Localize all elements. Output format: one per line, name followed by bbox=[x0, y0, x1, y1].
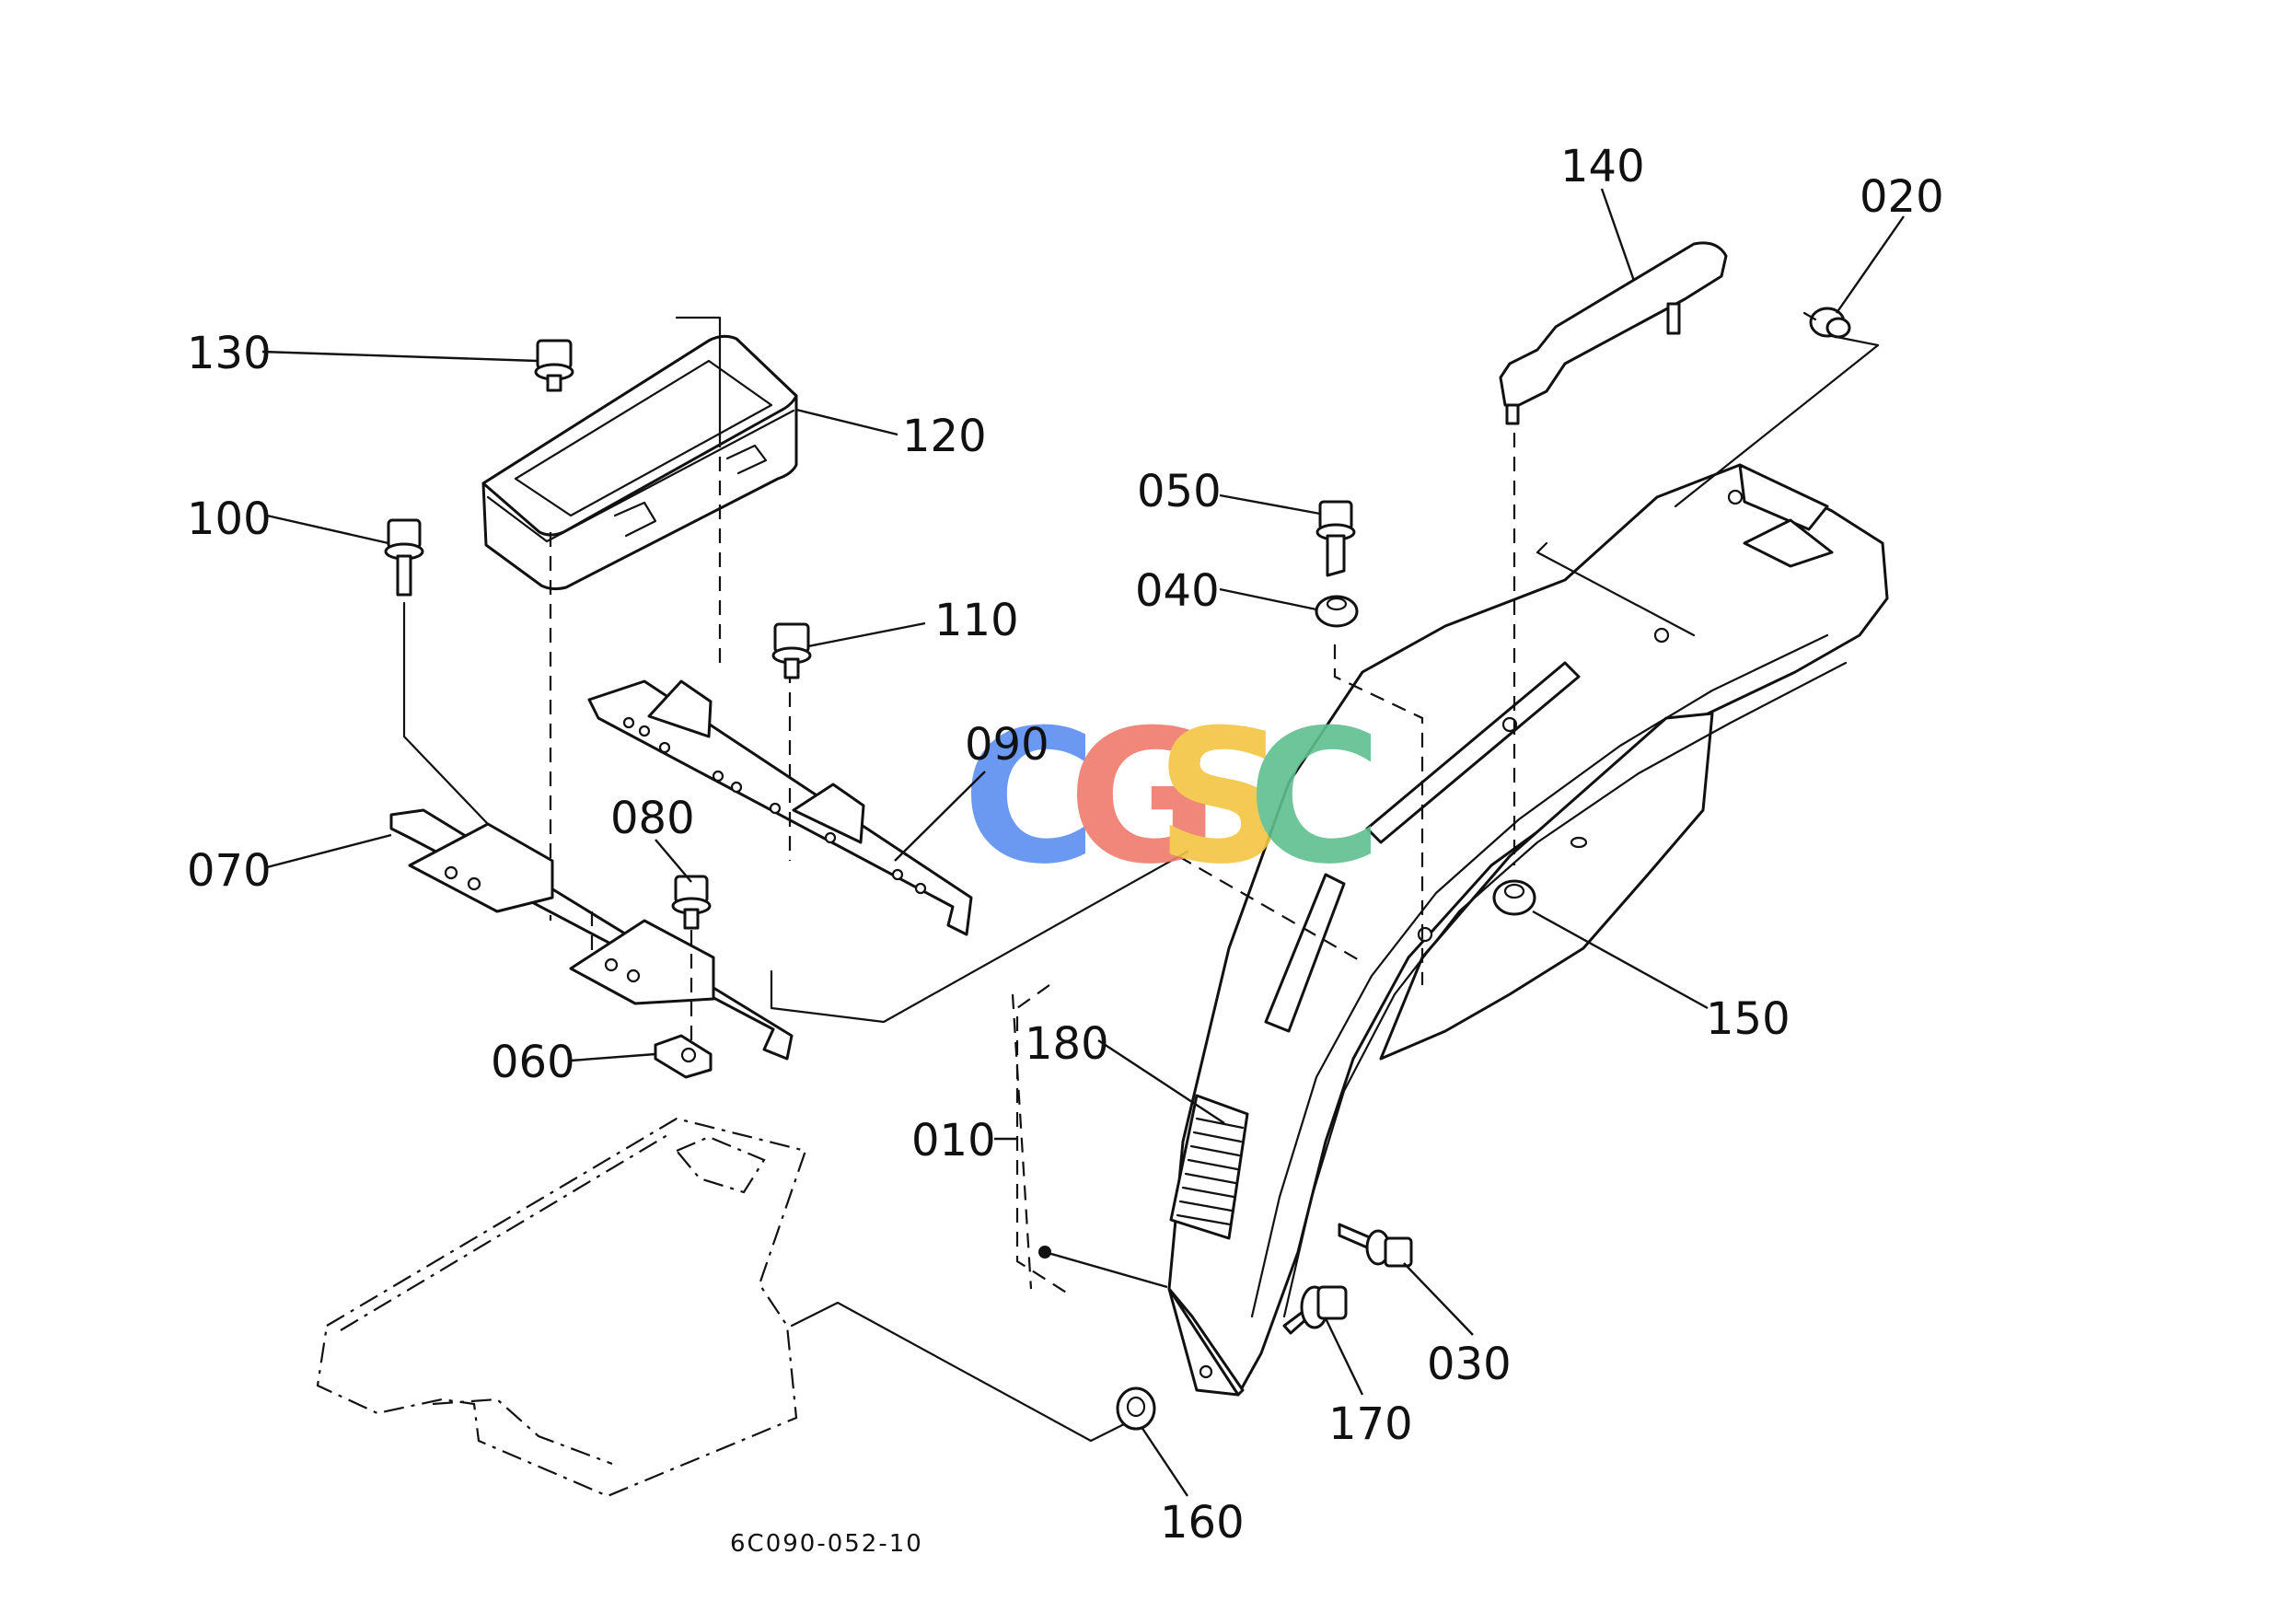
leader-150 bbox=[1532, 910, 1709, 1010]
callout-030: 030 bbox=[1427, 1339, 1512, 1390]
nut-060 bbox=[654, 1034, 713, 1079]
grommet-160 bbox=[1116, 1386, 1156, 1431]
callout-180: 180 bbox=[1025, 1018, 1109, 1070]
document-number: 6C090-052-10 bbox=[730, 1530, 923, 1558]
callout-140: 140 bbox=[1560, 141, 1645, 192]
leader-120 bbox=[795, 408, 898, 436]
callout-060: 060 bbox=[491, 1037, 575, 1088]
callout-010: 010 bbox=[911, 1115, 996, 1166]
handle-140 bbox=[1499, 241, 1728, 865]
leader-130 bbox=[261, 350, 539, 363]
grommet-040 bbox=[1315, 595, 1359, 628]
leader-030 bbox=[1403, 1262, 1474, 1336]
leader-080 bbox=[655, 839, 692, 883]
leader-170 bbox=[1324, 1317, 1364, 1396]
callout-130: 130 bbox=[187, 328, 272, 379]
watermark-letter: C bbox=[962, 690, 1097, 905]
fender-assembly bbox=[1011, 334, 1889, 1397]
leader-110 bbox=[807, 621, 926, 648]
bracket-070 bbox=[389, 808, 794, 1061]
watermark-letter: S bbox=[1155, 690, 1288, 905]
leader-180 bbox=[1097, 1038, 1225, 1125]
assembly-bracket-010 bbox=[1015, 984, 1069, 1294]
leader-090 bbox=[894, 771, 986, 862]
callout-050: 050 bbox=[1137, 466, 1222, 517]
floor-cover bbox=[316, 1117, 807, 1498]
bolt-110 bbox=[771, 622, 812, 679]
leader-010-dot bbox=[1044, 1250, 1168, 1289]
callout-080: 080 bbox=[610, 793, 695, 844]
leader-160 bbox=[1141, 1426, 1188, 1497]
callout-160: 160 bbox=[1160, 1497, 1245, 1549]
callout-070: 070 bbox=[187, 845, 272, 897]
grommet-020 bbox=[1802, 307, 1851, 339]
leader-100 bbox=[266, 514, 389, 545]
leader-050 bbox=[1219, 493, 1321, 516]
callout-120: 120 bbox=[902, 411, 987, 462]
watermark-letter: G bbox=[1068, 690, 1219, 905]
leader-040 bbox=[1219, 587, 1317, 611]
leader-140 bbox=[1600, 188, 1636, 282]
bracket-090 bbox=[587, 644, 973, 936]
bolt-130 bbox=[534, 339, 574, 392]
callout-040: 040 bbox=[1135, 565, 1220, 617]
leader-070 bbox=[266, 833, 392, 869]
toolbox-part bbox=[481, 316, 798, 921]
callout-090: 090 bbox=[965, 719, 1049, 771]
callout-170: 170 bbox=[1328, 1398, 1413, 1450]
grommet-150 bbox=[1492, 879, 1536, 916]
callout-020: 020 bbox=[1860, 171, 1944, 223]
bolt-080 bbox=[671, 875, 712, 1050]
callout-110: 110 bbox=[934, 595, 1019, 646]
callout-150: 150 bbox=[1706, 993, 1790, 1045]
bolt-050 bbox=[1315, 500, 1356, 577]
watermark-letter: C bbox=[1247, 690, 1383, 905]
leader-020 bbox=[1836, 215, 1905, 314]
callout-100: 100 bbox=[187, 493, 272, 545]
bolt-030 bbox=[1338, 1223, 1413, 1268]
bolt-170 bbox=[1282, 1285, 1348, 1335]
leader-060 bbox=[570, 1052, 656, 1062]
decal-180 bbox=[1169, 1094, 1249, 1240]
watermark: C G S C bbox=[962, 690, 1383, 905]
